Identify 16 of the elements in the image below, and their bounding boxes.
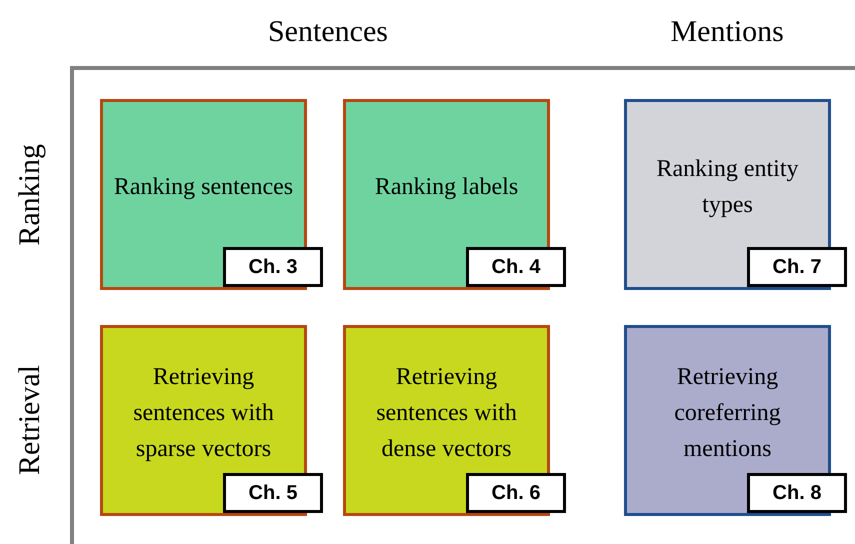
topic-title: Ranking sentences: [112, 173, 294, 202]
topic-title: Retrieving coreferring mentions: [673, 363, 782, 464]
topic-title: Retrieving sentences with dense vectors: [375, 363, 518, 464]
column-header: Sentences: [268, 15, 388, 49]
chapter-tag: Ch. 8: [747, 473, 847, 513]
chapter-tag: Ch. 4: [466, 247, 566, 287]
row-header: Retrieval: [13, 365, 47, 475]
topic-title: Ranking labels: [374, 173, 520, 202]
row-header: Ranking: [13, 144, 47, 246]
chapter-tag: Ch. 7: [747, 247, 847, 287]
chapter-tag: Ch. 6: [466, 473, 566, 513]
topic-title: Ranking entity types: [656, 155, 800, 220]
chapter-tag: Ch. 5: [223, 473, 323, 513]
topic-title: Retrieving sentences with sparse vectors: [132, 363, 275, 464]
chapter-tag: Ch. 3: [223, 247, 323, 287]
column-header: Mentions: [670, 15, 784, 49]
